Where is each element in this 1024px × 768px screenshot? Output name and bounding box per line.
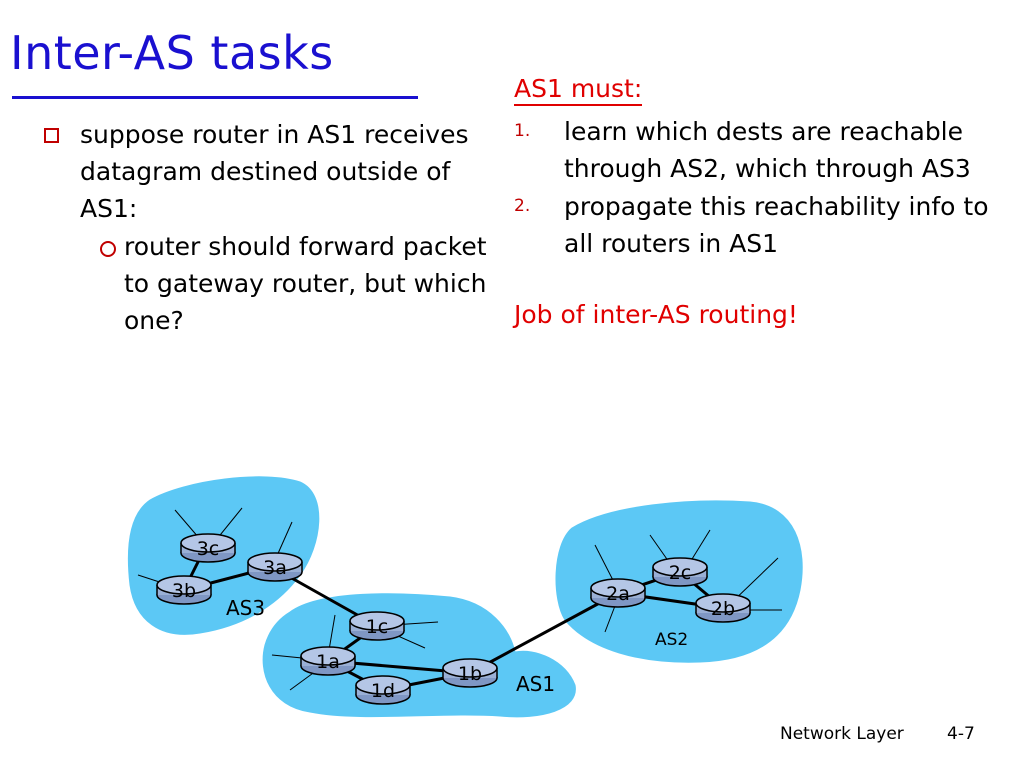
left-bullets: suppose router in AS1 receives datagram … xyxy=(42,116,502,339)
circle-bullet-icon xyxy=(100,241,116,257)
bullet-item: suppose router in AS1 receives datagram … xyxy=(42,116,502,227)
as1-label: AS1 xyxy=(516,672,555,696)
footer-page-number: 4-7 xyxy=(947,724,975,744)
router-label-2b: 2b xyxy=(711,598,735,620)
sub-bullet-item: router should forward packet to gateway … xyxy=(42,228,502,339)
router-label-3a: 3a xyxy=(263,557,287,579)
router-label-1d: 1d xyxy=(371,680,395,702)
footer-section: Network Layer xyxy=(780,724,904,744)
list-text: propagate this reachability info to all … xyxy=(564,192,989,258)
as1-cloud xyxy=(262,593,576,718)
router-label-1a: 1a xyxy=(316,651,340,673)
router-label-3b: 3b xyxy=(172,580,196,602)
slide-title: Inter-AS tasks xyxy=(10,26,334,80)
list-number: 2. xyxy=(514,196,531,216)
square-bullet-icon xyxy=(44,128,59,143)
router-label-1c: 1c xyxy=(366,616,389,638)
right-column: AS1 must: 1. learn which dests are reach… xyxy=(514,70,1014,333)
router-label-2c: 2c xyxy=(669,562,692,584)
list-text: learn which dests are reachable through … xyxy=(564,117,971,183)
bullet-text: suppose router in AS1 receives datagram … xyxy=(80,120,469,223)
router-label-3c: 3c xyxy=(197,538,220,560)
list-number: 1. xyxy=(514,121,531,141)
numbered-list: 1. learn which dests are reachable throu… xyxy=(514,113,1014,262)
job-statement: Job of inter-AS routing! xyxy=(514,300,798,329)
as3-label: AS3 xyxy=(226,596,265,620)
router-label-1b: 1b xyxy=(458,663,482,685)
list-item: 1. learn which dests are reachable throu… xyxy=(514,113,1014,187)
router-label-2a: 2a xyxy=(606,583,630,605)
as1-must-heading: AS1 must: xyxy=(514,74,643,106)
as2-label: AS2 xyxy=(655,630,688,650)
title-underline xyxy=(12,96,418,99)
sub-bullet-text: router should forward packet to gateway … xyxy=(124,232,487,335)
list-item: 2. propagate this reachability info to a… xyxy=(514,188,1014,262)
